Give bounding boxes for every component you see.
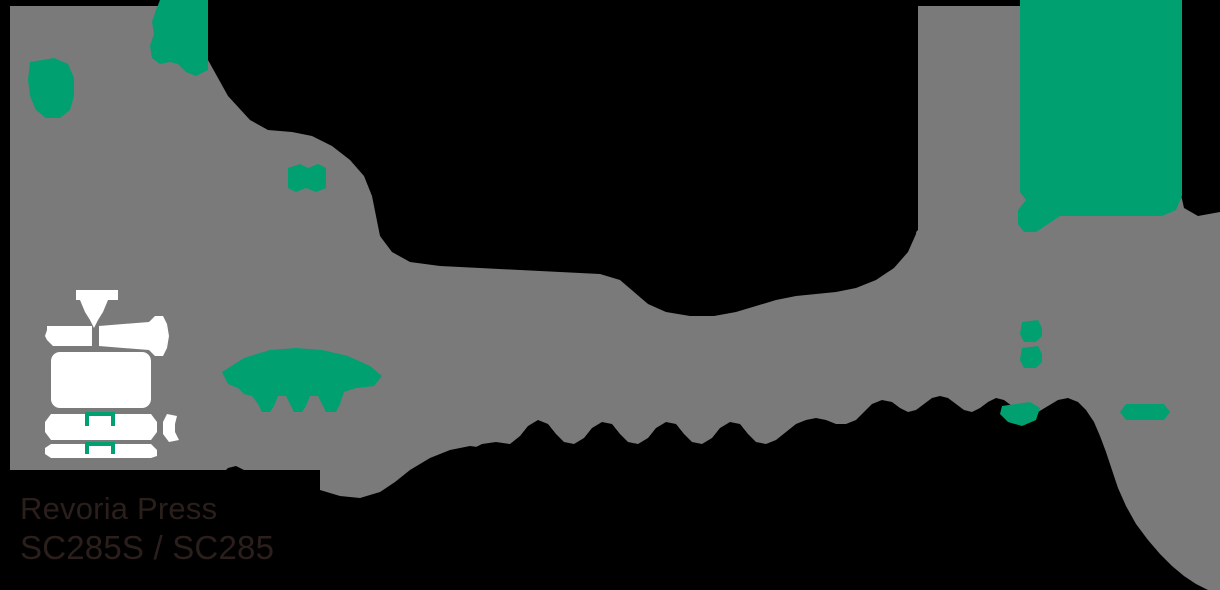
- press-body-icon: [51, 352, 151, 408]
- product-model-name: SC285S / SC285: [20, 528, 275, 566]
- side-crescent-icon: [163, 414, 179, 442]
- press-printer-icon: [45, 282, 191, 458]
- tray-1-handle-inner: [89, 416, 111, 426]
- product-line-name: Revoria Press: [20, 491, 218, 526]
- product-wordmark: Revoria Press SC285S / SC285: [20, 491, 440, 566]
- hopper-icon: [76, 290, 118, 328]
- feed-bar-icon: [45, 326, 92, 346]
- output-cone-icon: [99, 316, 169, 356]
- tray-2-handle-inner: [89, 446, 111, 454]
- paper-tray-1-icon: [45, 414, 157, 440]
